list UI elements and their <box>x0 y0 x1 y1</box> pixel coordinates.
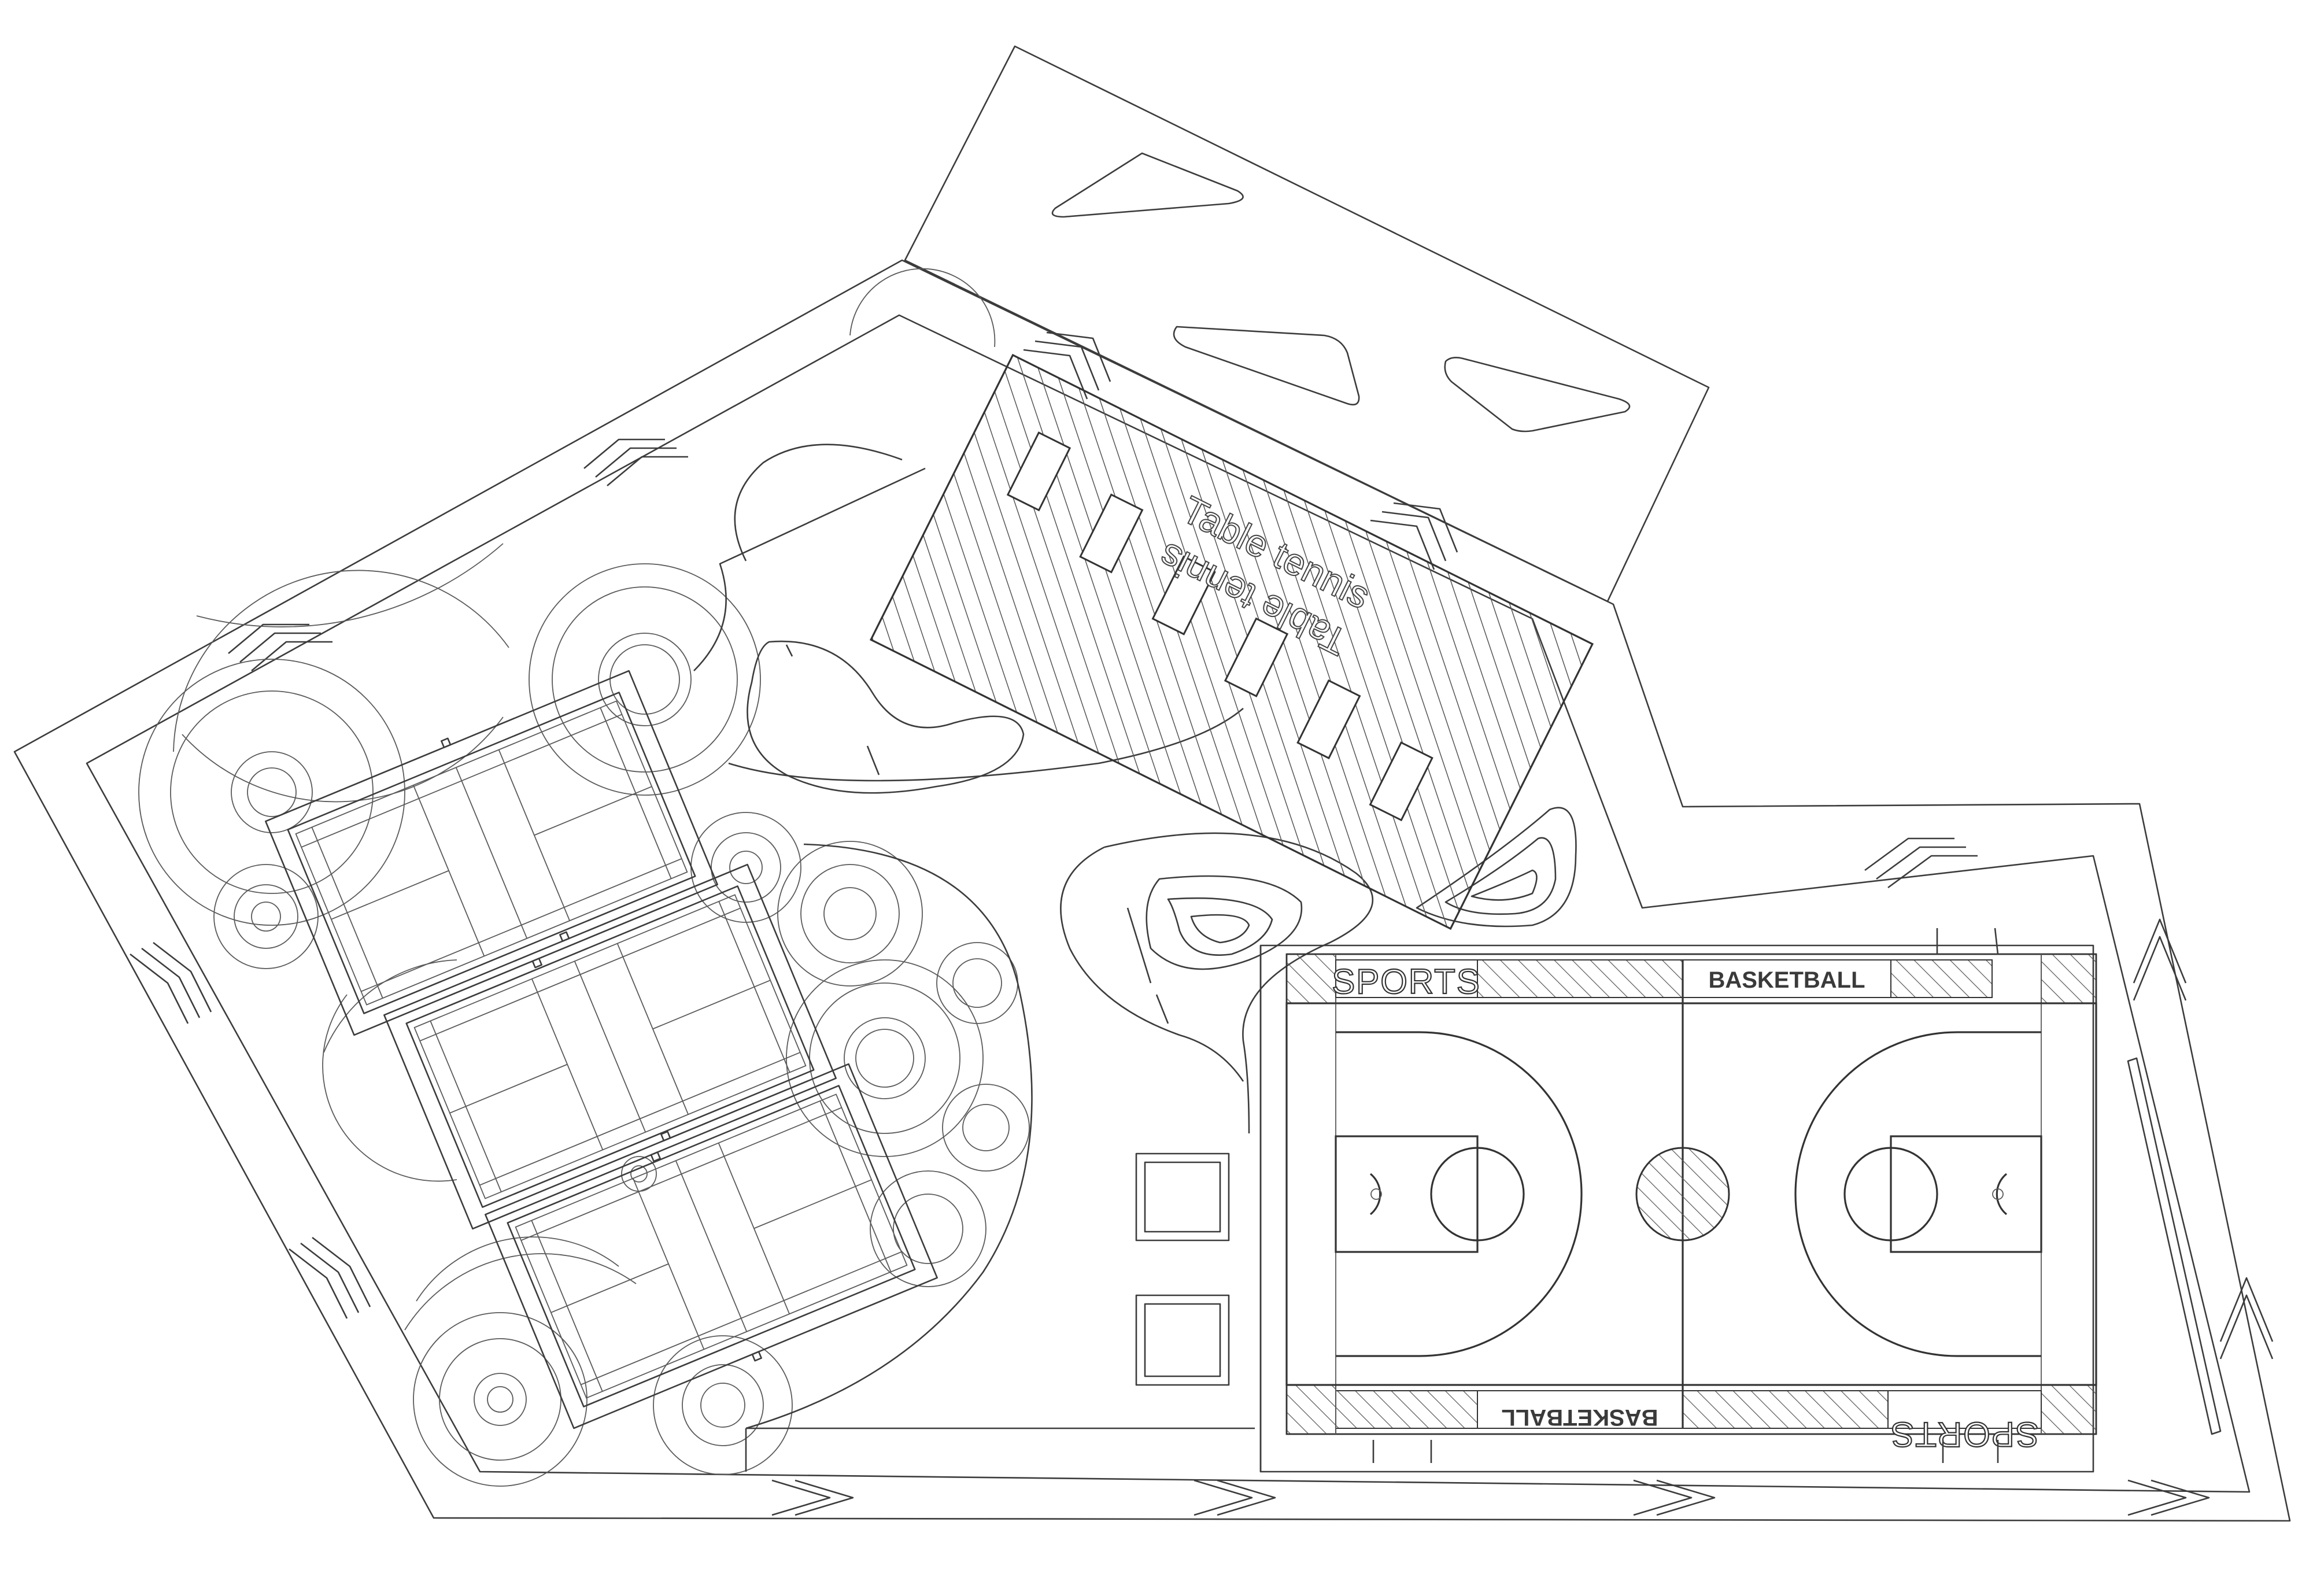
chevron-arrow-icon <box>1633 1479 1716 1516</box>
chevron-arrow-icon <box>1194 1479 1276 1516</box>
chevron-arrow-icon <box>2133 918 2187 1001</box>
table-tennis-table <box>1296 679 1361 760</box>
triangle-skylight-icon <box>1051 152 1244 218</box>
triangle-skylight-icon <box>1173 326 1360 406</box>
chevron-markers <box>130 331 2274 1516</box>
contour-mound-east <box>1416 807 1577 928</box>
ring-planter <box>213 864 319 969</box>
ring-planter <box>138 659 405 926</box>
badminton-court <box>265 670 718 1036</box>
chevron-arrow-icon <box>228 623 332 671</box>
badminton-court <box>485 1063 938 1429</box>
square-planter <box>1135 1294 1230 1386</box>
badminton-courts <box>265 670 938 1429</box>
north-plaza <box>904 45 1710 603</box>
basketball-label-top: BASKETBALL <box>1708 967 1865 993</box>
chevron-arrow-icon <box>771 1479 854 1516</box>
ring-planter <box>529 563 761 796</box>
basketball-label-box <box>1682 959 1891 998</box>
contour-mound-west <box>1060 832 1374 1134</box>
chevron-arrow-icon <box>1023 331 1111 400</box>
chevron-arrow-icon <box>130 941 212 1024</box>
landscape-rings <box>138 268 1030 1487</box>
sports-label-top: SPORTS <box>1332 962 1481 1001</box>
chevron-arrow-icon <box>2219 1277 2274 1359</box>
chevron-arrow-icon <box>1370 502 1458 570</box>
planting-bed <box>747 640 1025 794</box>
table-tennis-table <box>1224 617 1289 697</box>
sports-label-bottom: SPORTS <box>1890 1415 2039 1454</box>
basketball-court <box>1285 1002 2097 1386</box>
square-planters <box>1135 1152 1230 1386</box>
chevron-arrow-icon <box>583 438 688 486</box>
ring-planter <box>413 1312 588 1487</box>
sports-label-box <box>1887 1390 2042 1429</box>
basketball-label-box <box>1477 1390 1683 1429</box>
triangle-skylight-icon <box>1444 357 1631 433</box>
table-tennis-table <box>1151 555 1216 636</box>
badminton-court <box>383 863 837 1230</box>
square-planter <box>1135 1152 1230 1242</box>
east-bench <box>2127 1057 2222 1435</box>
chevron-arrow-icon <box>2127 1479 2210 1516</box>
table-tennis-table <box>1369 741 1433 822</box>
chevron-arrow-icon <box>1864 837 1978 889</box>
center-circle <box>1635 1147 1730 1242</box>
basketball-label-bottom: BASKETBALL <box>1501 1405 1658 1430</box>
table-tennis-table <box>1079 493 1144 574</box>
table-tennis-area: Table tennis Table tennis <box>869 353 1594 930</box>
ring-planter <box>777 841 923 987</box>
basketball-area: SPORTS BASKETBALL BASKETBALL SPORTS <box>1259 928 2097 1473</box>
table-tennis-table <box>1006 431 1071 512</box>
chevron-arrow-icon <box>289 1236 371 1319</box>
sports-label-box <box>1335 959 1478 998</box>
